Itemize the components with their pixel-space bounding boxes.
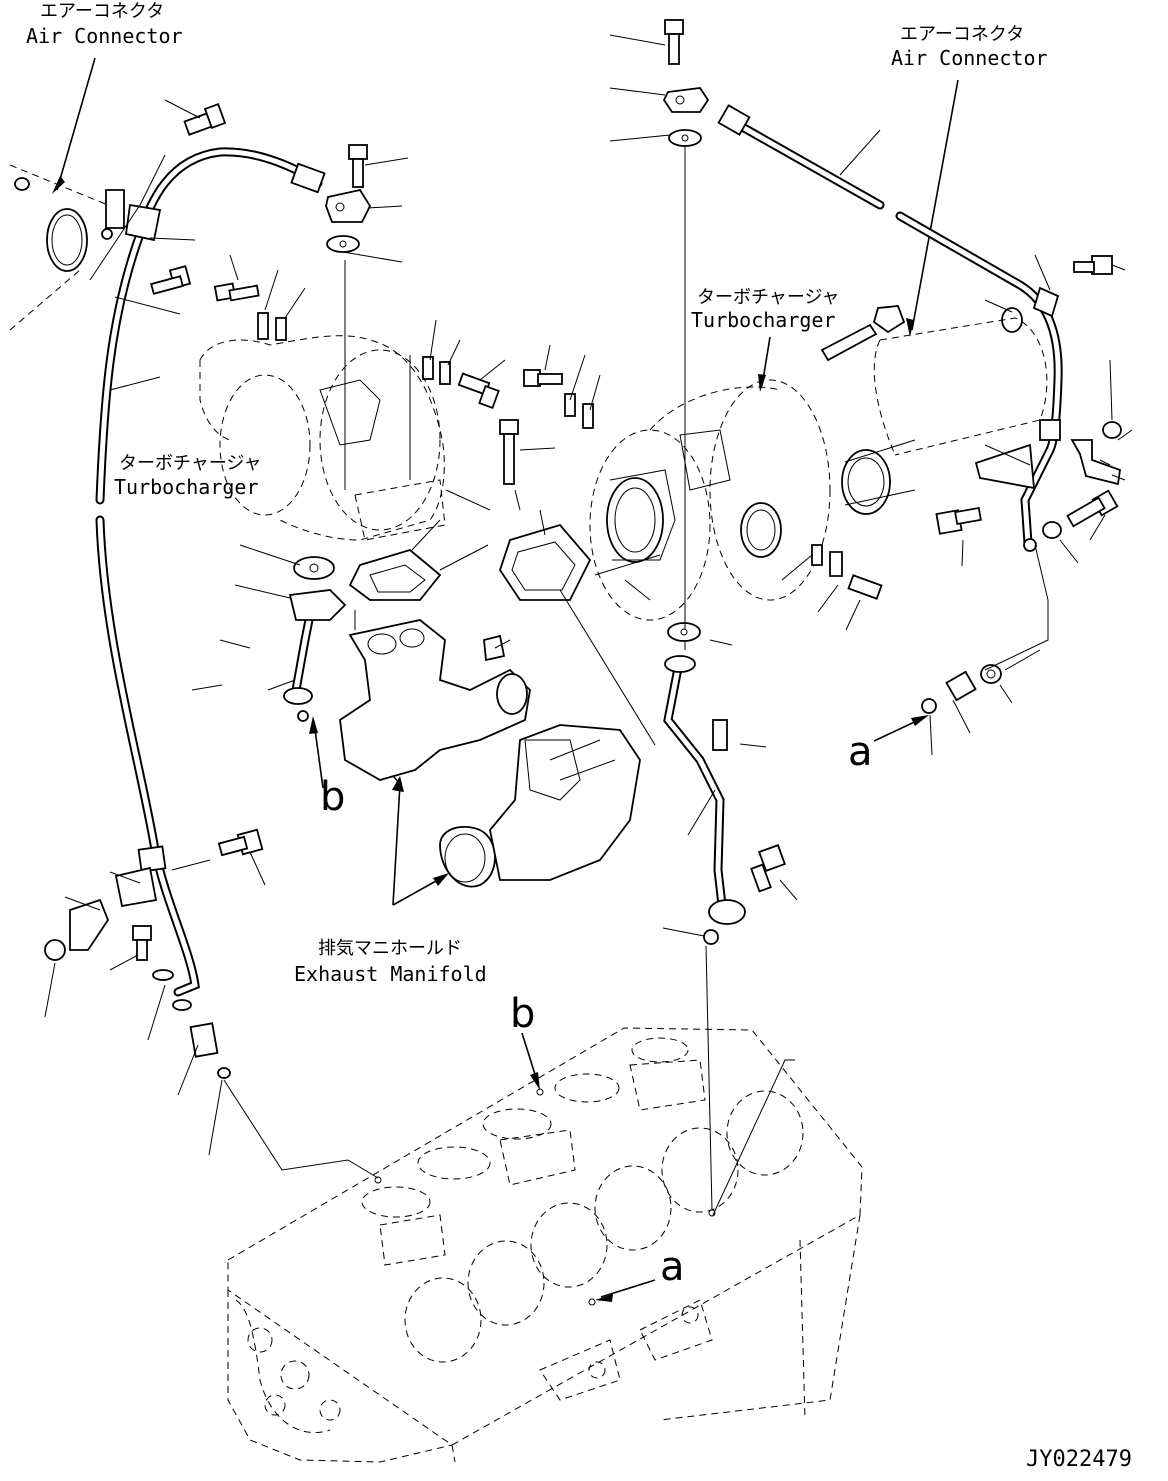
left-air-hose <box>95 147 326 997</box>
upper-small-parts <box>150 19 1122 539</box>
ref-b-label-upper: b <box>320 774 345 820</box>
air-connector-left-jp-label: エアーコネクタ <box>40 1 164 22</box>
ref-b-label-lower: b <box>510 991 535 1037</box>
turbocharger-right-en-label: Turbocharger <box>691 308 836 332</box>
leader-lines <box>44 34 1133 1216</box>
lower-left-parts <box>44 544 1002 1079</box>
oil-pipes <box>283 589 786 945</box>
turbocharger-right-jp-label: ターボチャージャ <box>697 287 840 308</box>
air-connector-left-en-label: Air Connector <box>26 24 183 48</box>
exhaust-manifold-jp-label: 排気マニホールド <box>318 938 462 959</box>
exhaust-manifold-en-label: Exhaust Manifold <box>294 962 487 986</box>
left-turbocharger <box>199 335 446 541</box>
ref-a-label-lower: a <box>660 1244 685 1290</box>
left-air-connector <box>9 164 125 331</box>
turbocharger-left-en-label: Turbocharger <box>114 475 259 499</box>
air-connector-right-jp-label: エアーコネクタ <box>900 24 1024 45</box>
right-turbocharger <box>589 317 1048 621</box>
engine-block <box>227 1027 863 1463</box>
label-pointers <box>52 57 959 1302</box>
exhaust-manifold <box>339 619 641 888</box>
ref-a-label-upper: a <box>848 729 873 775</box>
gaskets <box>293 523 701 642</box>
drawing-code: JY022479 <box>1026 1447 1132 1472</box>
air-connector-right-en-label: Air Connector <box>891 46 1048 70</box>
right-air-hose <box>717 104 1063 552</box>
turbocharger-left-jp-label: ターボチャージャ <box>119 453 262 474</box>
